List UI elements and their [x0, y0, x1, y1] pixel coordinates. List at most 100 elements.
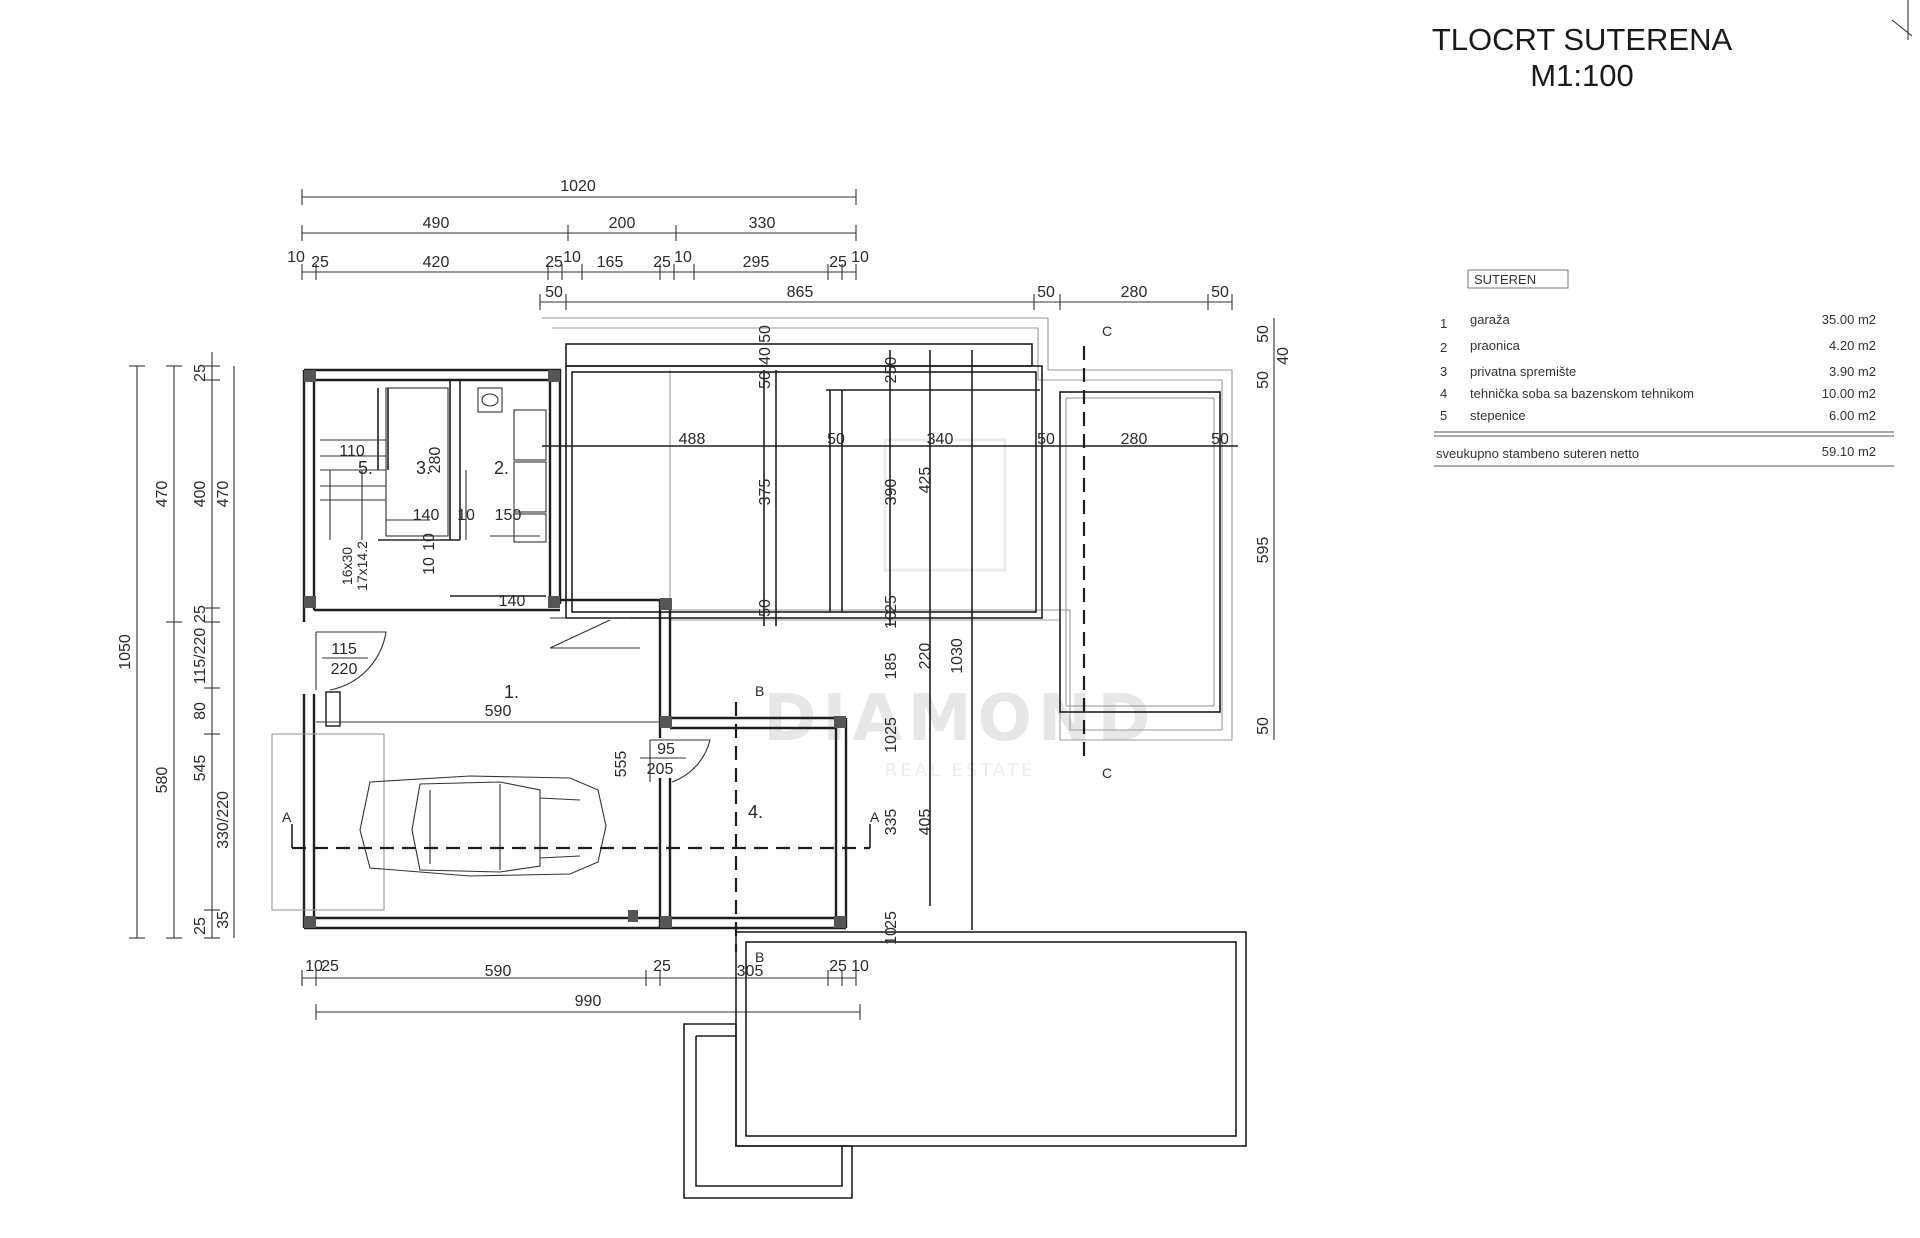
dim-text: 1050	[117, 634, 134, 670]
dim-text: 50	[1255, 717, 1272, 735]
dim-text: 25	[653, 958, 671, 975]
dim-text: 25	[653, 254, 671, 271]
legend-area: 3.90 m2	[1829, 364, 1876, 379]
dim-text: 50	[827, 431, 845, 448]
dim-text: 140	[499, 593, 526, 610]
legend-name: privatna spremište	[1470, 364, 1576, 379]
dim-text: 1030	[949, 638, 966, 674]
dim-text: 25	[545, 254, 563, 271]
legend-num: 4	[1440, 386, 1447, 401]
legend-header: SUTEREN	[1474, 272, 1536, 287]
dim-text: 295	[743, 254, 770, 271]
dim-text: 10	[287, 249, 305, 266]
dim-text: 25	[321, 958, 339, 975]
dim-text: 280	[1121, 284, 1148, 301]
dim-text: 390	[883, 479, 900, 506]
legend-area: 10.00 m2	[1822, 386, 1876, 401]
dim-text: 10	[883, 611, 900, 629]
dim-text: 80	[192, 702, 209, 720]
dim-text: 595	[1255, 537, 1272, 564]
dim-text: 330	[749, 215, 776, 232]
dim-text: 990	[575, 993, 602, 1010]
legend-num: 5	[1440, 408, 1447, 423]
dim-text: 280	[1121, 431, 1148, 448]
dim-text: 50	[1211, 284, 1229, 301]
dim-text: 165	[597, 254, 624, 271]
dim-text: 50	[757, 371, 774, 389]
left-dimensions: 1050 470 580 25 400 25 115/220 80 545 25…	[117, 352, 235, 939]
dim-text: 25	[829, 254, 847, 271]
room-label-1: 1.	[504, 682, 519, 702]
dim-text: 50	[1255, 325, 1272, 343]
dim-text: 25	[883, 595, 900, 613]
dim-text: 205	[647, 761, 674, 778]
dim-text: 40	[757, 347, 774, 365]
dim-text: 330/220	[215, 791, 232, 849]
dim-text: 25	[883, 717, 900, 735]
dim-text: 50	[545, 284, 563, 301]
dim-text: 110	[339, 443, 365, 460]
dim-text: 25	[829, 958, 847, 975]
room-labels: 5. 3. 2. 1. 4.	[358, 458, 763, 822]
dim-text: 50	[757, 325, 774, 343]
dim-text: 10	[421, 533, 438, 551]
legend-total-value: 59.10 m2	[1822, 444, 1876, 459]
staircase: 16x30 17x14.2	[320, 387, 449, 591]
stair-label-1: 16x30	[339, 547, 355, 585]
watermark-sub: REAL ESTATE	[885, 760, 1036, 781]
dim-text: 40	[1275, 347, 1292, 365]
dim-text: 400	[192, 481, 209, 508]
inner-dimensions: 110 280 140 10 150 140 10 10 488 50 340 …	[316, 318, 1292, 945]
dim-text: 470	[215, 481, 232, 508]
car-icon	[359, 775, 607, 877]
dim-text: 50	[1037, 431, 1055, 448]
legend-num: 2	[1440, 340, 1447, 355]
dim-text: 140	[413, 507, 440, 524]
legend-name: garaža	[1470, 312, 1511, 327]
dim-text: 280	[427, 447, 444, 474]
legend-name: stepenice	[1470, 408, 1526, 423]
dim-text: 115	[331, 641, 357, 658]
room-label-3: 3.	[416, 458, 431, 478]
dim-text: 10	[883, 735, 900, 753]
section-mark-c2: C	[1102, 765, 1112, 781]
dim-text: 10	[674, 249, 692, 266]
pool-area	[542, 350, 1238, 930]
dim-text: 10	[421, 557, 438, 575]
dim-text: 590	[485, 963, 512, 980]
room-label-5: 5.	[358, 458, 373, 478]
dim-text: 95	[657, 741, 675, 758]
legend-name: praonica	[1470, 338, 1521, 353]
dim-text: 250	[883, 357, 900, 384]
section-mark-c: C	[1102, 323, 1112, 339]
legend-name: tehnička soba sa bazenskom tehnikom	[1470, 386, 1694, 401]
dim-text: 555	[613, 751, 630, 778]
dim-text: 420	[423, 254, 450, 271]
dim-text: 50	[1255, 371, 1272, 389]
plan-title: TLOCRT SUTERENA	[1432, 22, 1733, 57]
plan-scale: M1:100	[1530, 58, 1633, 93]
dim-text: 25	[192, 364, 209, 382]
corner-marks	[1891, 0, 1913, 40]
dim-text: 580	[154, 767, 171, 794]
section-mark-a: A	[282, 809, 292, 825]
room-label-4: 4.	[748, 802, 763, 822]
laundry-fixtures	[465, 387, 547, 543]
dim-text: 200	[609, 215, 636, 232]
dim-text: 865	[787, 284, 814, 301]
dim-text: 185	[883, 653, 900, 680]
dim-text: 1020	[560, 178, 596, 195]
section-mark-a2: A	[870, 809, 880, 825]
doors	[271, 631, 711, 911]
top-dimensions: 1020 490 200 330 10 25 420 25 10 165 25 …	[287, 178, 1233, 310]
dim-text: 50	[1211, 431, 1229, 448]
legend-total-label: sveukupno stambeno suteren netto	[1436, 446, 1639, 461]
dim-text: 545	[192, 755, 209, 782]
dim-text: 50	[1037, 284, 1055, 301]
dim-text: 490	[423, 215, 450, 232]
dim-text: 25	[883, 911, 900, 929]
dim-text: 10	[563, 249, 581, 266]
dim-text: 25	[192, 917, 209, 935]
dim-text: 10	[305, 958, 323, 975]
dim-text: 10	[457, 507, 475, 524]
